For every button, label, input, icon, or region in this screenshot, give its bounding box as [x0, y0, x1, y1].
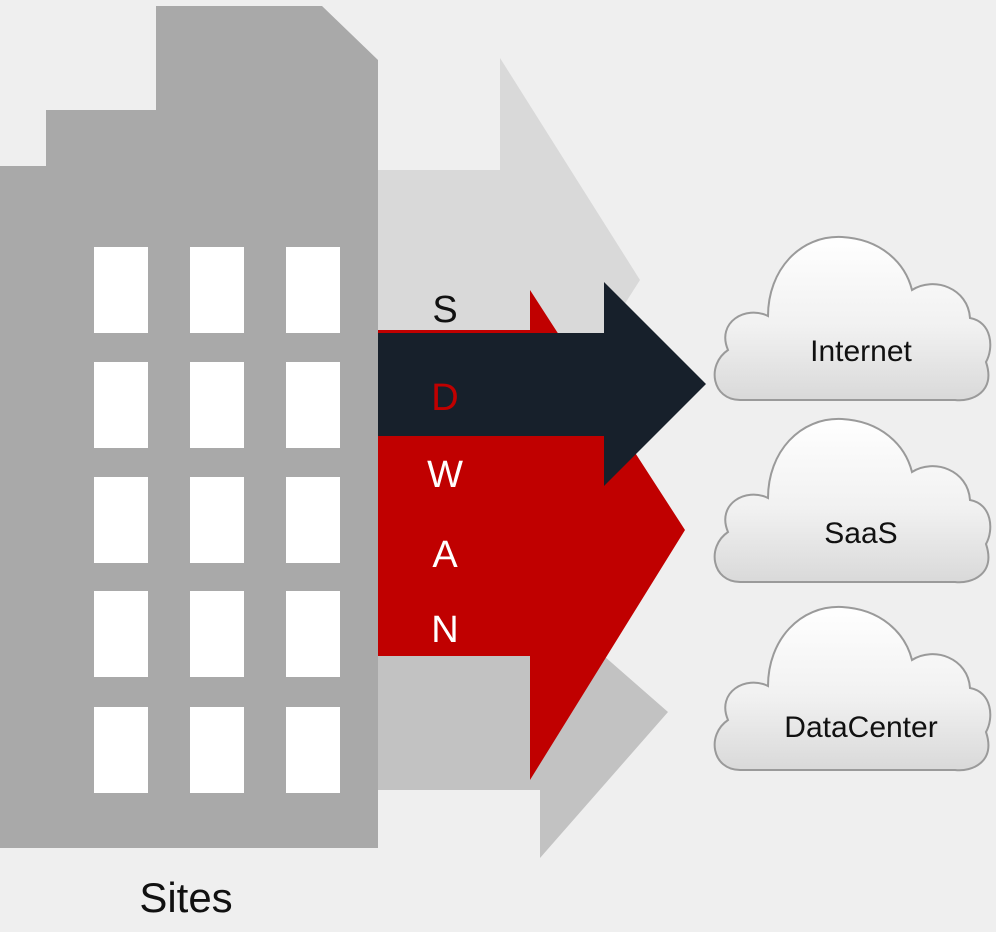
building-window — [286, 707, 340, 793]
cloud-label: SaaS — [824, 517, 897, 550]
building-window — [94, 477, 148, 563]
sdwan-letter: S — [432, 289, 457, 331]
cloud-icon — [713, 235, 992, 402]
cloud-datacenter: DataCenter — [713, 605, 992, 772]
sdwan-letter: A — [432, 534, 458, 576]
cloud-label: Internet — [810, 335, 912, 368]
building-window — [286, 477, 340, 563]
cloud-internet: Internet — [713, 235, 992, 402]
cloud-icon — [713, 417, 992, 584]
building-window — [286, 362, 340, 448]
cloud-saas: SaaS — [713, 417, 992, 584]
sdwan-letter: D — [431, 377, 458, 419]
building-icon — [0, 6, 378, 848]
building-window — [190, 707, 244, 793]
building-windows — [94, 247, 340, 793]
cloud-icon — [713, 605, 992, 772]
building-window — [190, 362, 244, 448]
building-window — [190, 591, 244, 677]
cloud-label: DataCenter — [784, 711, 937, 744]
building-window — [190, 477, 244, 563]
building-window — [286, 247, 340, 333]
sdwan-letter: W — [427, 454, 463, 496]
building-window — [94, 591, 148, 677]
building-window — [94, 247, 148, 333]
building-window — [94, 362, 148, 448]
building-window — [94, 707, 148, 793]
building-window — [190, 247, 244, 333]
building-window — [286, 591, 340, 677]
sites-label: Sites — [139, 874, 232, 921]
sdwan-letter: N — [431, 609, 458, 651]
sdwan-label: S D W A N — [427, 289, 463, 651]
dark-arrow — [378, 282, 706, 486]
